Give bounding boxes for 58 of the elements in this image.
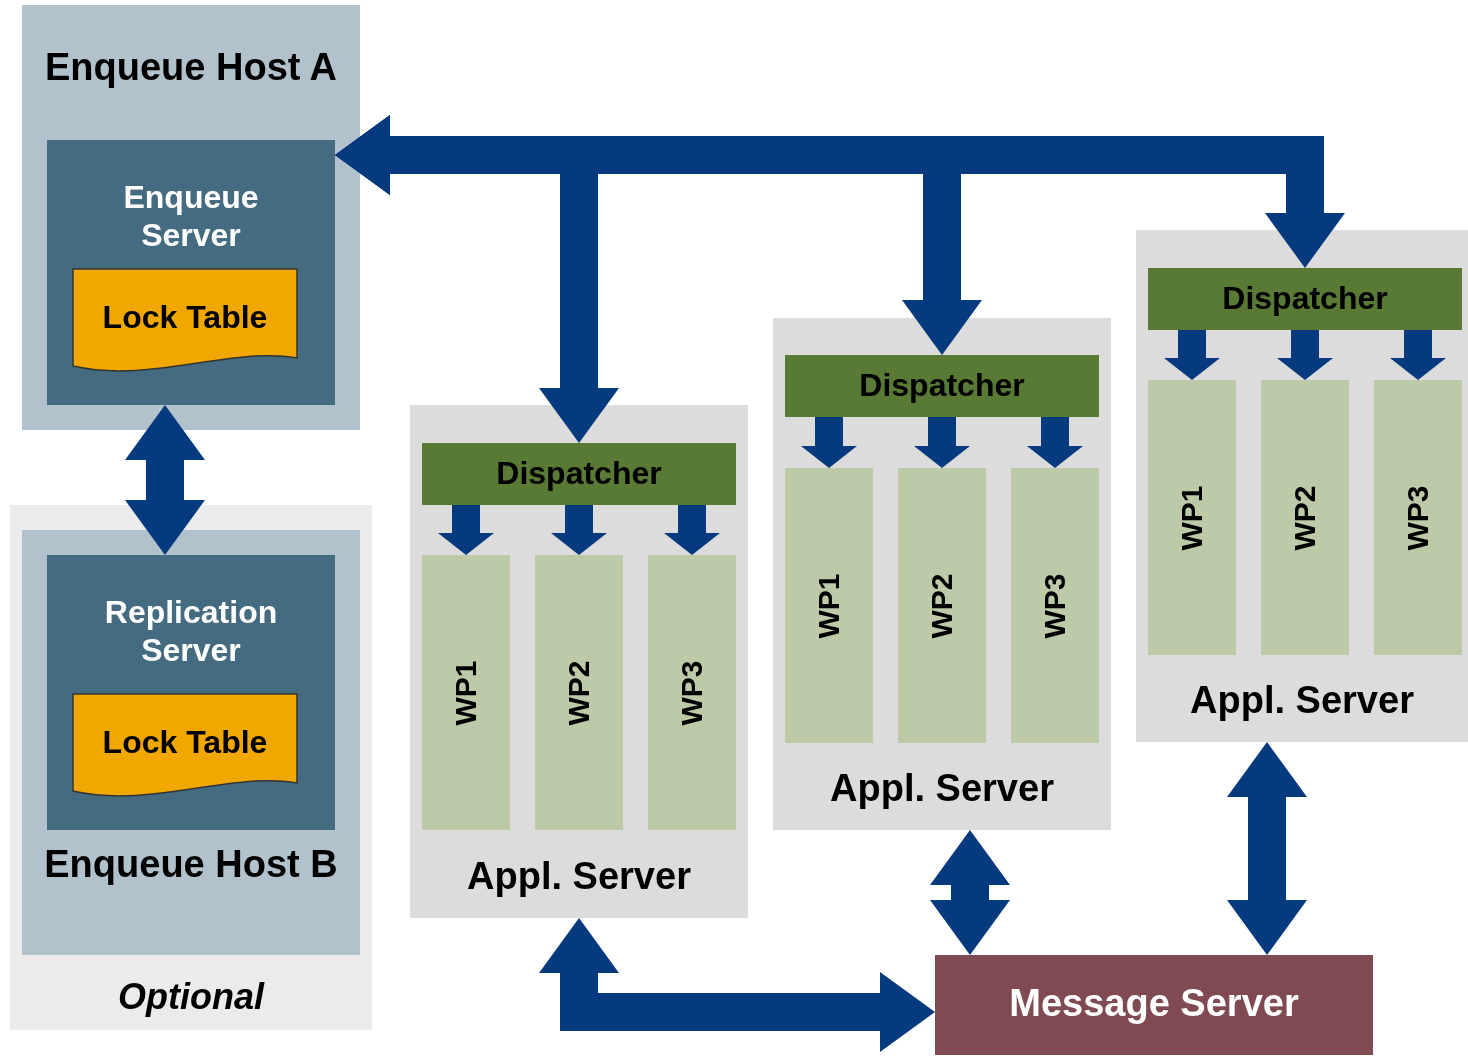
node-label: Appl. Server [829,766,1055,812]
work-process-label: WP3 [1037,572,1072,641]
work-process-column [422,555,510,830]
server-box [47,140,335,405]
arrow [664,505,720,555]
arrow [801,417,857,468]
work-process-column [648,555,736,830]
node-label: Appl. Server [1189,678,1415,724]
arrow [1227,742,1307,955]
work-process-label: WP1 [448,659,483,728]
work-process-label: WP1 [1174,484,1209,553]
work-process-label: WP2 [561,659,596,728]
optional-label: Optional [117,975,266,1019]
node-label: Appl. Server [466,854,692,900]
work-process-column [1011,468,1099,743]
server-box [47,555,335,830]
node-label: Enqueue Server [122,178,260,255]
arrow [1164,330,1220,380]
node-label: Lock Table [101,298,269,337]
work-process-label: WP1 [811,572,846,641]
application-server-panel [410,405,748,918]
host-panel [22,530,360,955]
dispatcher-bar [785,355,1099,417]
node-label: Replication Server [103,593,279,670]
arrow [125,405,205,555]
work-process-column [898,468,986,743]
application-server-panel [1136,230,1468,742]
arrow [1027,417,1083,468]
node-label: Enqueue Host A [43,45,339,90]
work-process-column [535,555,623,830]
node-label: Message Server [1008,981,1300,1026]
node-label: Lock Table [101,723,269,762]
arrow [1277,330,1333,380]
arrow [914,417,970,468]
arrow [539,918,935,1052]
work-process-label: WP3 [674,659,709,728]
dispatcher-bar [1148,268,1462,330]
arrow [551,505,607,555]
work-process-column [785,468,873,743]
host-panel [22,5,360,430]
dispatcher-bar [422,443,736,505]
arrow [335,115,1345,268]
work-process-label: WP2 [1287,484,1322,553]
node-label: Dispatcher [495,454,663,493]
arrow [438,505,494,555]
work-process-column [1148,380,1236,655]
arrow [1390,330,1446,380]
application-server-panel [773,318,1111,830]
work-process-column [1261,380,1349,655]
node-label: Enqueue Host B [43,842,339,887]
message-server-box [935,955,1373,1055]
work-process-label: WP2 [924,572,959,641]
work-process-label: WP3 [1400,484,1435,553]
arrow [930,830,1010,955]
node-label: Dispatcher [1221,279,1389,318]
work-process-column [1374,380,1462,655]
optional-panel [10,505,372,1030]
node-label: Dispatcher [858,366,1026,405]
